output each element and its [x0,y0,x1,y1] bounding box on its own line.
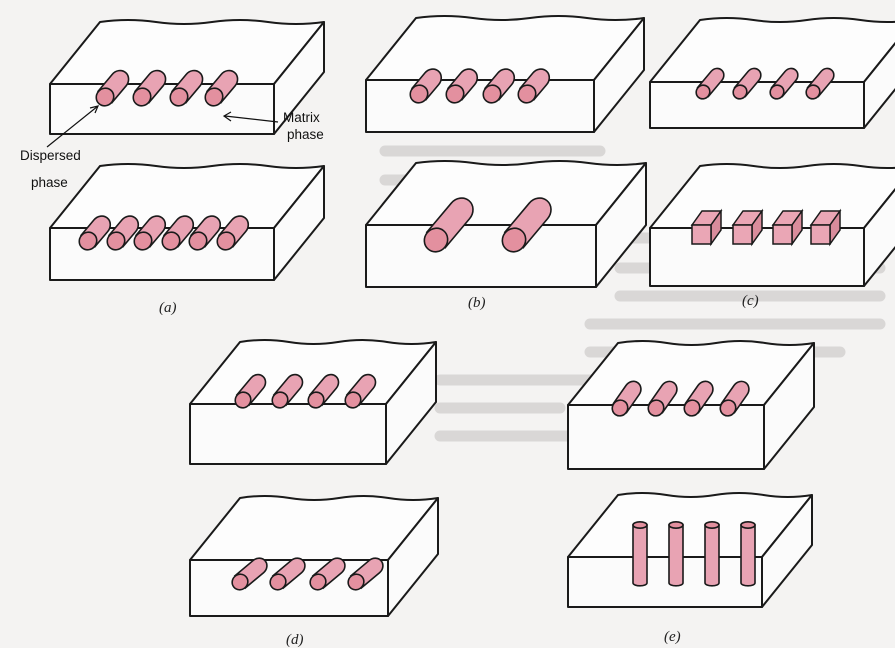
panel-c-top-block [649,17,895,129]
panel-e-top-particle-4 [719,380,750,417]
panel-e-top-particle-3 [683,380,714,417]
panel-d-bottom-particle-2 [269,557,306,591]
panel-d-top-particle-4 [344,373,377,409]
panel-d-bottom-particle-4 [347,557,384,591]
panel-a-top-particle-3 [169,69,204,107]
panel-c-top-block-front-face [649,81,865,129]
panel-d-top-particle-2 [271,373,304,409]
panel-b-bottom-particle-1 [423,197,474,253]
dispersed-phase-label-line2: phase [31,175,68,190]
panel-label-e: (e) [664,629,681,645]
panel-c-bottom-particle-4 [809,208,842,247]
panel-b-top-block-front-face [365,79,595,133]
panel-e-bottom-particle-4 [740,521,756,587]
panel-a-bottom-particle-2 [106,215,140,251]
matrix-phase-callout: Matrix phase [222,110,324,142]
panel-c-top-particle-2 [732,67,762,100]
panel-e-bottom-block [567,492,813,608]
panel-d-bottom-particle-1 [231,557,268,591]
panel-d-bottom-block [189,495,439,617]
panel-label-b: (b) [468,295,486,311]
panel-d-bottom-block-top-face [189,495,439,561]
panel-d-top-particle-3 [307,373,340,409]
panel-e-bottom-particle-1 [632,521,648,587]
panel-e-top-particle-1 [611,380,642,417]
panel-a-bottom-particle-4 [161,215,195,251]
panel-label-c: (c) [742,293,759,309]
panel-a-bottom-block-top-face [49,163,325,229]
composite-blocks [49,15,895,617]
panel-b-bottom-block-top-face [365,160,647,226]
panel-d-top-block [189,339,437,465]
panel-e-top-block-front-face [567,404,765,470]
panel-c-bottom-particle-3 [771,208,804,247]
panel-e-bottom-block-front-face [567,556,763,608]
panel-a-top-particle-4 [204,69,239,107]
dispersed-phase-callout: Dispersed phase [20,105,100,190]
panel-a-bottom-block [49,163,325,281]
panel-c-bottom-particle-1 [690,208,723,247]
panel-c-top-particle-4 [805,67,835,100]
panel-b-top-particle-3 [482,68,516,104]
panel-d-bottom-particle-3 [309,557,346,591]
panel-c-top-particle-1 [695,67,725,100]
panel-d-top-block-front-face [189,403,387,465]
panel-a-top-particle-1 [95,69,130,107]
panel-c-bottom-block-top-face [649,163,895,229]
panel-a-top-block [49,19,325,135]
panel-e-bottom-particle-2 [668,521,684,587]
panel-c-bottom-particle-2 [731,208,764,247]
panel-b-top-block-top-face [365,15,645,81]
panel-a-bottom-particle-3 [133,215,167,251]
panel-c-bottom-block [649,163,895,287]
panel-b-top-particle-4 [517,68,551,104]
panel-e-bottom-particle-3 [704,521,720,587]
panel-a-top-block-front-face [49,83,275,135]
panel-d-top-particle-1 [234,373,267,409]
panel-e-top-particle-2 [647,380,678,417]
panel-a-bottom-particle-5 [188,215,222,251]
panel-b-bottom-block [365,160,647,288]
panel-b-top-particle-1 [409,68,443,104]
panel-c-top-particle-3 [769,67,799,100]
panel-a-bottom-particle-6 [216,215,250,251]
matrix-phase-label-line2: phase [287,127,324,142]
panel-b-bottom-particle-2 [501,197,552,253]
dispersed-phase-label: Dispersed [20,148,81,163]
matrix-phase-label: Matrix [283,110,320,125]
panel-e-top-block [567,340,815,470]
panel-a-top-block-top-face [49,19,325,85]
panel-a-bottom-particle-1 [78,215,112,251]
panel-b-top-block [365,15,645,133]
panel-c-top-block-top-face [649,17,895,83]
panel-label-d: (d) [286,632,304,648]
panel-a-top-particle-2 [132,69,167,107]
panel-label-a: (a) [159,300,177,316]
panel-b-top-particle-2 [445,68,479,104]
panel-b-bottom-block-front-face [365,224,597,288]
